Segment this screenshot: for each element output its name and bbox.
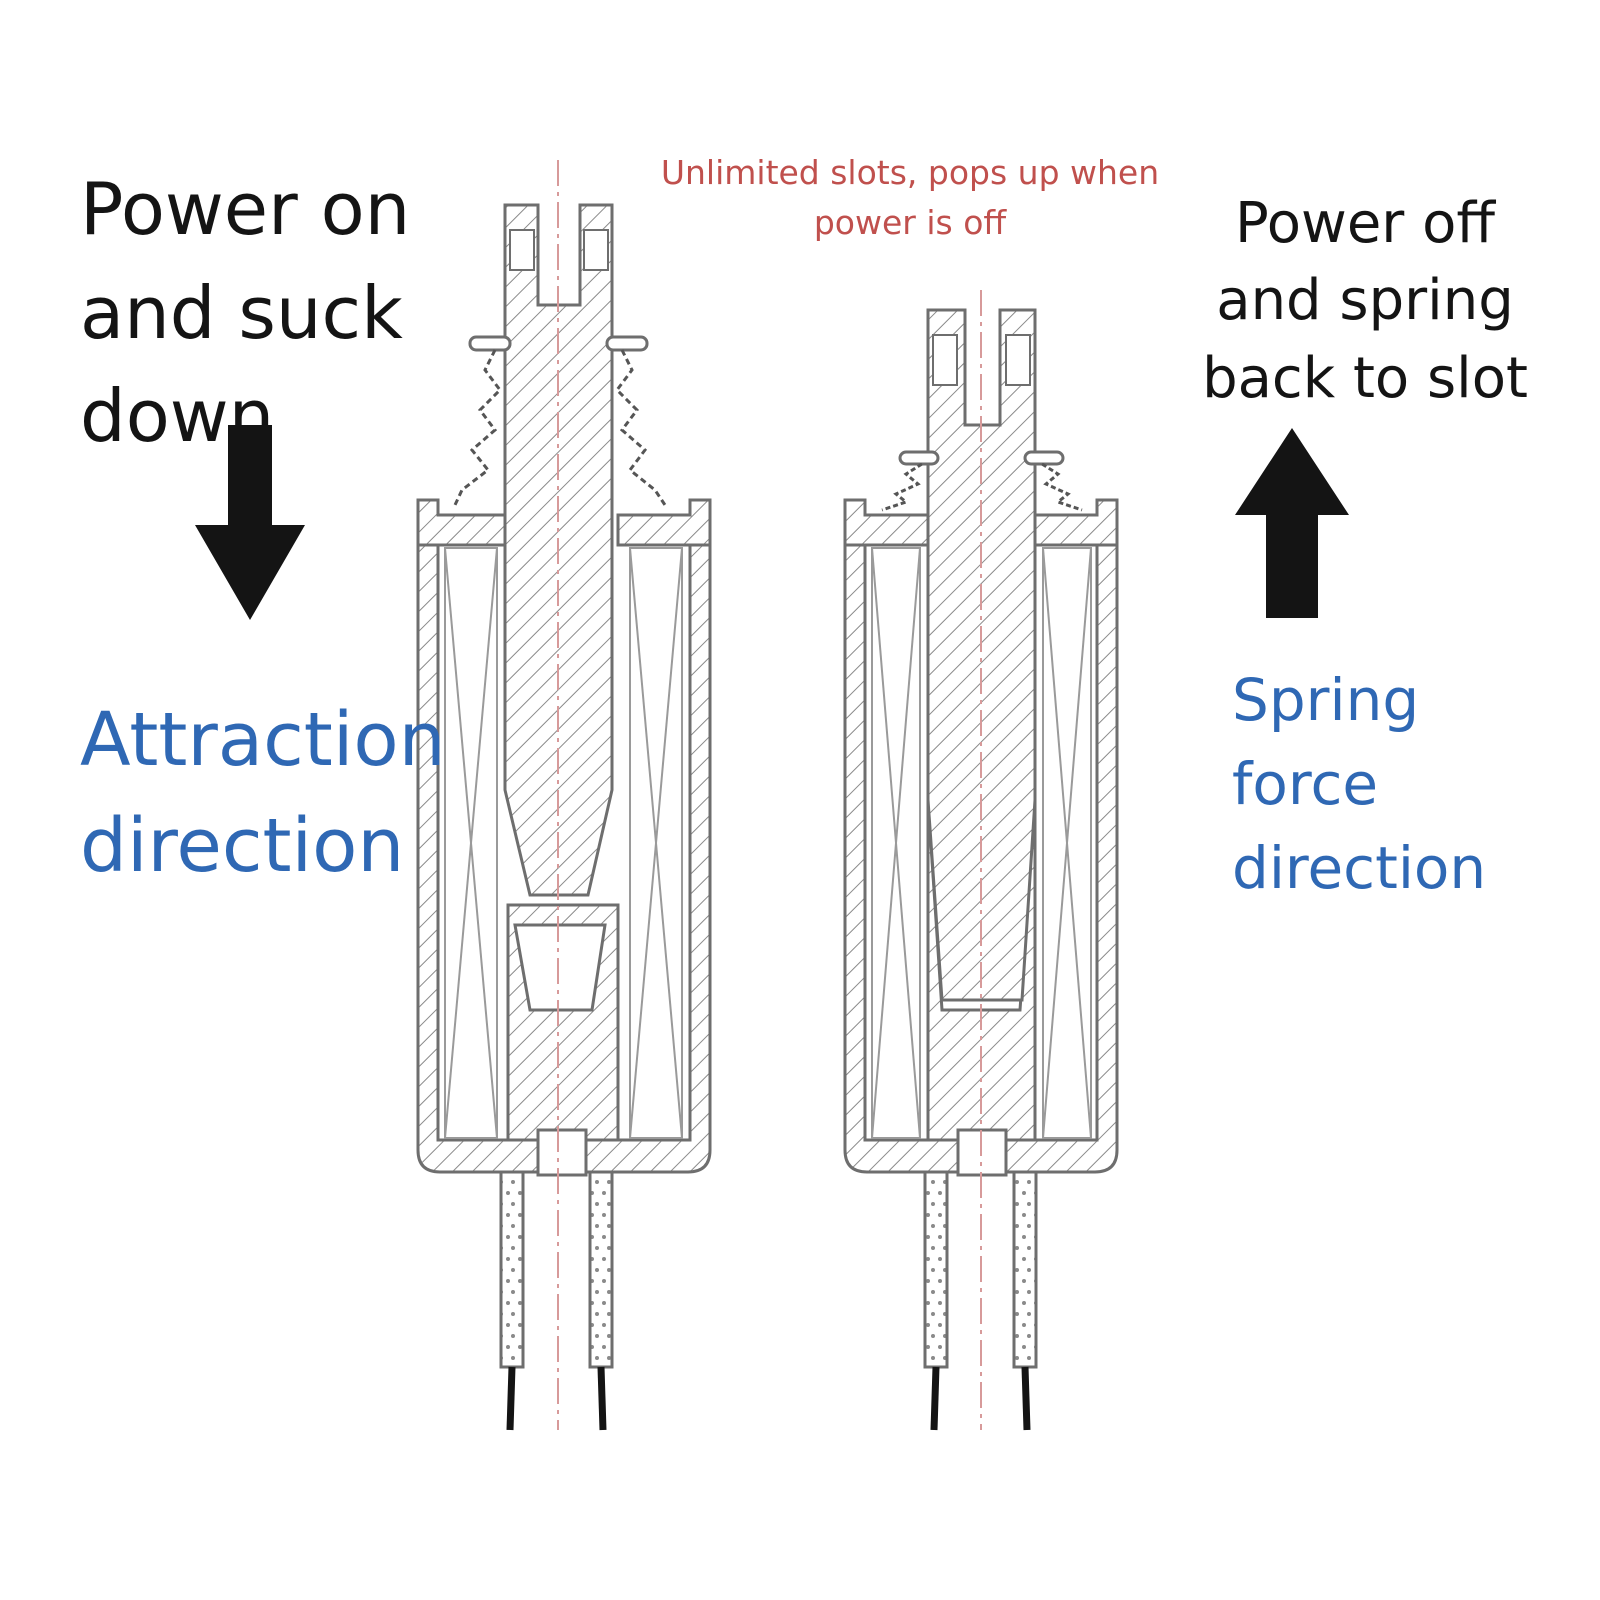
plunger-notch-right-b <box>1005 334 1031 386</box>
caption-label: Unlimited slots, pops up when power is o… <box>660 153 1160 242</box>
wire-sleeve-right-a <box>923 1170 949 1369</box>
clip-right-b <box>1023 450 1065 466</box>
clip-left-a <box>468 335 512 352</box>
wire-sleeve-left-b <box>588 1170 614 1369</box>
plunger-right <box>926 308 1037 1002</box>
coil-left-a <box>444 547 498 1139</box>
wire-sleeve-right-b <box>1012 1170 1038 1369</box>
power-off-label: Power off and spring back to slot <box>1202 191 1528 411</box>
solenoid-powered-off <box>843 290 1119 1431</box>
top-cap-left-b <box>616 498 712 547</box>
down-arrow-icon <box>195 425 305 620</box>
wire-right-b <box>1021 1366 1031 1431</box>
spring-direction-label: Spring force direction <box>1232 666 1487 903</box>
top-cap-right-a <box>843 498 930 547</box>
coil-left-b <box>629 547 683 1139</box>
wire-sleeve-left-a <box>499 1170 525 1369</box>
terminal-nut-left <box>536 1128 588 1177</box>
spring-left-a <box>453 349 502 506</box>
wire-left-a <box>506 1366 516 1431</box>
plunger-notch-left-a <box>509 229 535 271</box>
plunger-notch-right-a <box>932 334 958 386</box>
wire-left-b <box>597 1366 607 1431</box>
attraction-direction-label: Attraction direction <box>80 697 446 889</box>
stator-cavity-left <box>513 923 607 1012</box>
clip-right-a <box>898 450 940 466</box>
spring-left-b <box>615 349 667 506</box>
plunger-notch-left-b <box>583 229 609 271</box>
up-arrow-icon <box>1235 428 1349 618</box>
coil-right-b <box>1042 547 1092 1139</box>
power-on-label: Power on and suck down <box>80 167 411 459</box>
top-cap-left-a <box>416 498 510 547</box>
clip-left-b <box>605 335 649 352</box>
wire-right-a <box>930 1366 940 1431</box>
coil-right-a <box>871 547 921 1139</box>
solenoid-powered-on <box>416 160 712 1431</box>
spring-right-a <box>881 462 923 512</box>
spring-right-b <box>1041 462 1083 512</box>
